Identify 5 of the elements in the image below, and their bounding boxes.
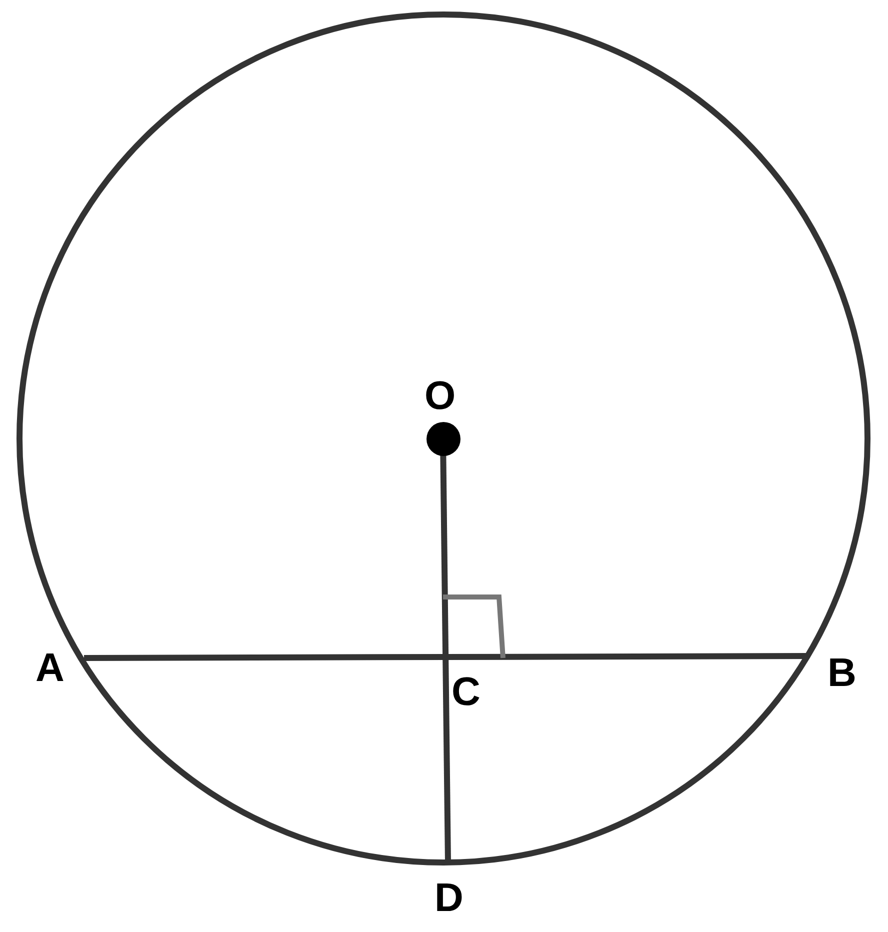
point-label: O — [424, 376, 456, 416]
point-label: B — [828, 653, 856, 693]
point-label: C — [452, 672, 480, 712]
point-label: D — [434, 878, 464, 918]
point-label: A — [36, 648, 64, 688]
